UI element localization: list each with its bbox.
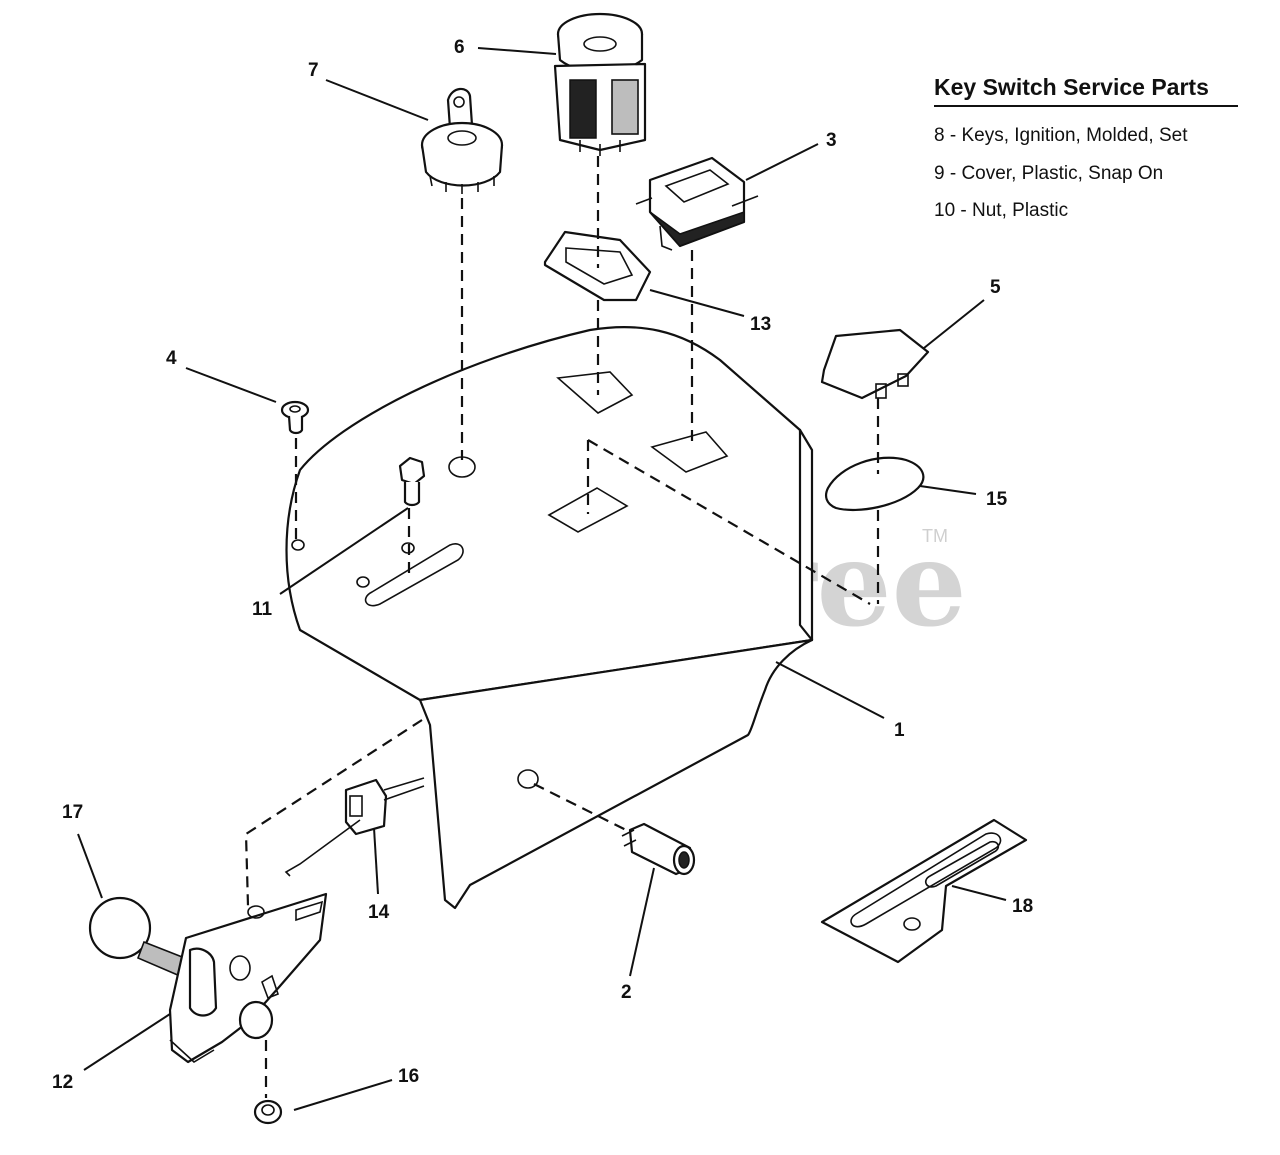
callout-11: 11 [252,599,273,620]
callout-13: 13 [750,314,771,335]
screw-part-4 [280,400,310,435]
leader-lines [77,47,1007,1111]
callout-18: 18 [1012,896,1033,917]
decal-part-15 [825,456,925,512]
callout-15: 15 [986,489,1008,510]
indicator-light-part-2 [621,822,696,876]
callout-numbers: 1 2 3 4 5 6 7 11 12 13 14 15 16 17 18 [52,37,1033,1093]
bolt-part-11 [398,456,426,507]
pto-switch-part-6 [553,12,647,156]
nut-part-16 [253,1099,283,1125]
callout-5: 5 [990,277,1001,298]
hour-meter-part-3 [635,156,759,251]
cap-part-5 [820,328,930,400]
dash-panel-part-1 [285,325,814,910]
service-parts-title: Key Switch Service Parts [934,74,1238,107]
callout-4: 4 [166,348,177,369]
callout-12: 12 [52,1072,73,1093]
trademark-mark: TM [922,526,948,546]
throttle-lever-part-17-12 [88,892,328,1064]
callout-1: 1 [894,720,905,741]
assembly-dashed-lines [244,156,880,1098]
callout-7: 7 [308,60,319,81]
callout-14: 14 [368,902,390,923]
callout-6: 6 [454,37,465,58]
service-parts-items: 8 - Keys, Ignition, Molded, Set 9 - Cove… [934,117,1238,230]
bracket-plate-part-18 [820,818,1028,964]
service-part-item: 8 - Keys, Ignition, Molded, Set [934,125,1188,146]
callout-16: 16 [398,1066,419,1087]
switch-part-14 [284,777,425,877]
callout-3: 3 [826,130,837,151]
service-part-item: 10 - Nut, Plastic [934,200,1069,221]
callout-2: 2 [621,982,632,1003]
callout-17: 17 [62,802,83,823]
service-parts-list: Key Switch Service Parts 8 - Keys, Ignit… [934,74,1238,230]
service-part-item: 9 - Cover, Plastic, Snap On [934,162,1164,184]
ignition-switch-part-7 [420,87,504,194]
